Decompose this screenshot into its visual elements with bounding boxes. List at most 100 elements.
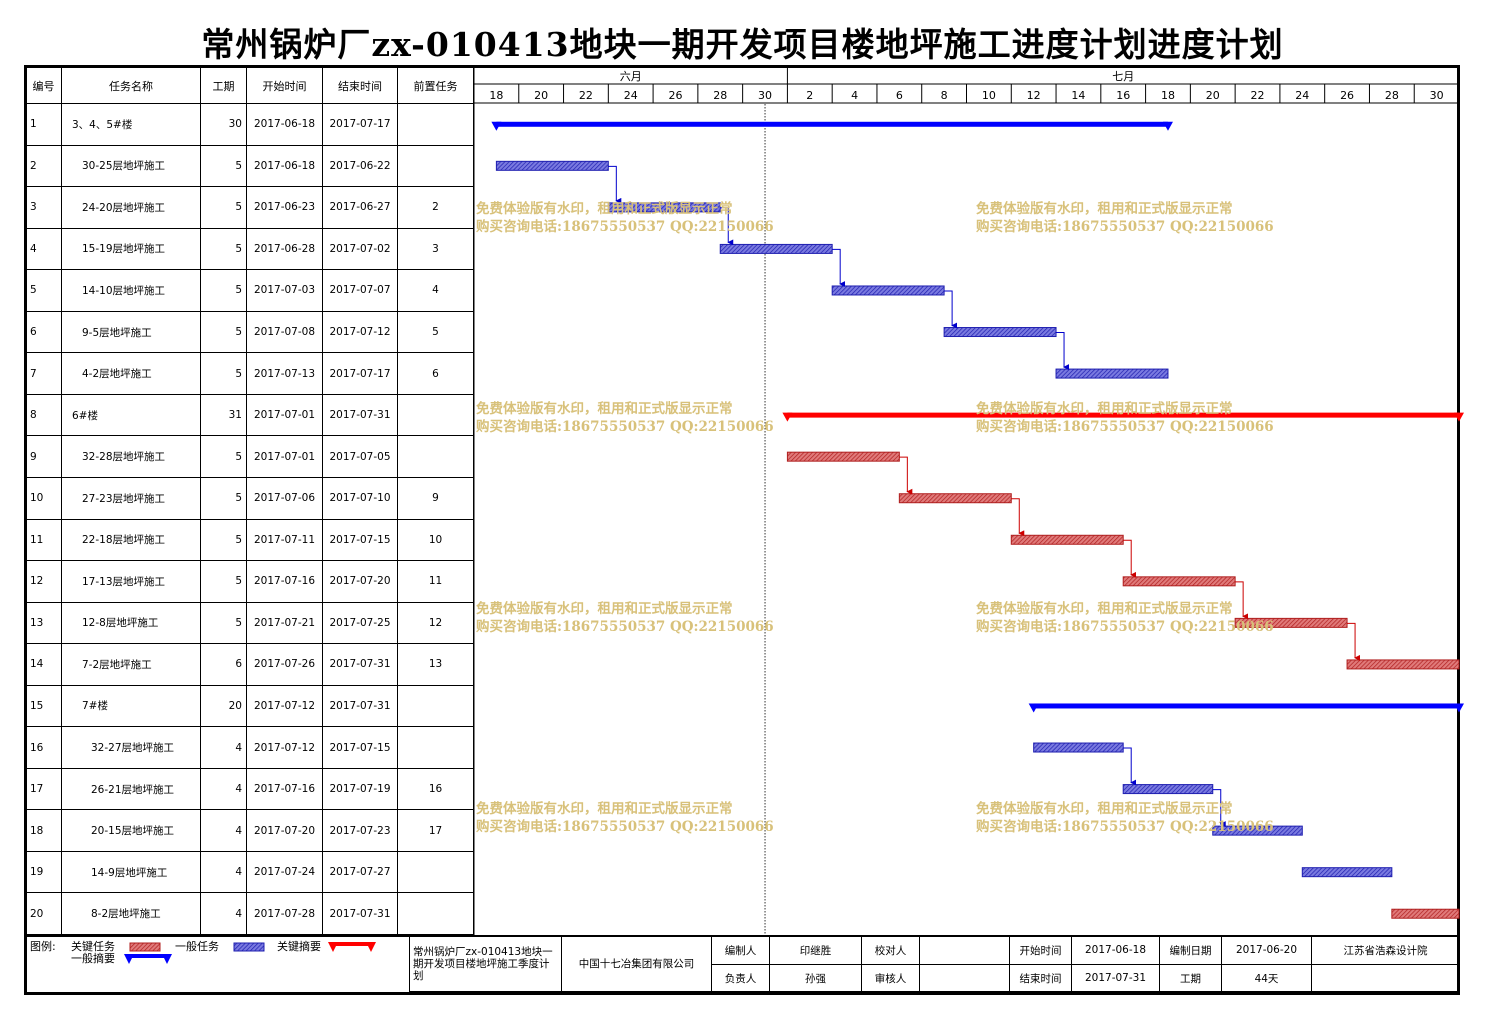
table-cell: 2017-07-13 bbox=[247, 353, 323, 395]
day-tick-label: 6 bbox=[896, 89, 903, 102]
footer-duration-label: 工期 bbox=[1160, 965, 1222, 992]
task-bar bbox=[1122, 576, 1236, 587]
column-header: 工期 bbox=[201, 68, 247, 104]
table-cell: 2017-07-06 bbox=[247, 477, 323, 520]
table-cell: 2017-07-12 bbox=[323, 311, 398, 354]
task-name-cell: 12-8层地坪施工 bbox=[62, 602, 201, 645]
day-tick-label: 18 bbox=[489, 89, 503, 102]
table-cell: 2017-06-28 bbox=[247, 228, 323, 271]
footer-reviewer bbox=[920, 965, 1010, 992]
column-header: 开始时间 bbox=[247, 68, 323, 104]
task-bar bbox=[719, 243, 833, 254]
footer-empty-cell bbox=[1312, 965, 1460, 992]
task-bar bbox=[786, 451, 900, 462]
table-cell: 2017-06-22 bbox=[323, 145, 398, 188]
table-cell: 31 bbox=[201, 394, 247, 437]
table-cell: 5 bbox=[201, 436, 247, 478]
project-name: 常州锅炉厂zx-010413地块一期开发项目楼地坪施工季度计划 bbox=[409, 936, 562, 992]
table-cell: 5 bbox=[201, 353, 247, 395]
column-header: 编号 bbox=[26, 68, 62, 104]
table-cell: 5 bbox=[201, 270, 247, 312]
day-tick-label: 28 bbox=[1385, 89, 1399, 102]
legend-critical-swatch bbox=[129, 942, 161, 952]
summary-start-marker bbox=[782, 412, 793, 422]
footer-duration: 44天 bbox=[1222, 965, 1312, 992]
day-tick-label: 8 bbox=[941, 89, 948, 102]
task-name-cell: 14-10层地坪施工 bbox=[62, 270, 201, 312]
column-header: 结束时间 bbox=[323, 68, 398, 104]
table-cell: 2017-07-15 bbox=[323, 519, 398, 562]
summary-end-marker bbox=[1454, 703, 1464, 713]
table-cell: 2017-07-07 bbox=[323, 270, 398, 312]
table-cell: 2017-07-05 bbox=[323, 436, 398, 478]
task-name-cell: 30-25层地坪施工 bbox=[62, 145, 201, 188]
table-cell: 5 bbox=[201, 477, 247, 520]
table-cell: 2017-07-19 bbox=[323, 768, 398, 811]
table-cell: 10 bbox=[26, 477, 62, 520]
day-tick-label: 16 bbox=[1116, 89, 1130, 102]
legend-title: 图例: bbox=[30, 940, 56, 953]
table-cell: 2017-06-18 bbox=[247, 104, 323, 146]
task-name-cell: 7-2层地坪施工 bbox=[62, 644, 201, 686]
footer-checker-label: 校对人 bbox=[862, 936, 920, 965]
chart-frame bbox=[24, 65, 1460, 995]
dependency-link bbox=[1235, 581, 1249, 620]
table-cell: 2017-07-31 bbox=[323, 685, 398, 728]
table-cell: 2017-07-31 bbox=[323, 394, 398, 437]
footer-owner-label: 负责人 bbox=[712, 965, 770, 992]
day-tick-label: 18 bbox=[1161, 89, 1175, 102]
day-tick-label: 22 bbox=[579, 89, 593, 102]
table-cell: 17 bbox=[26, 768, 62, 811]
day-tick-label: 20 bbox=[1206, 89, 1220, 102]
task-bar bbox=[1033, 742, 1124, 753]
day-tick-label: 14 bbox=[1071, 89, 1085, 102]
table-cell: 2017-07-01 bbox=[247, 436, 323, 478]
table-cell: 2017-07-23 bbox=[323, 810, 398, 852]
day-tick-label: 26 bbox=[668, 89, 682, 102]
month-label: 六月 bbox=[620, 70, 642, 83]
legend-label-normal-summary: 一般摘要 bbox=[71, 952, 115, 965]
day-tick-label: 26 bbox=[1340, 89, 1354, 102]
table-cell: 6 bbox=[201, 644, 247, 686]
task-name-cell: 4-2层地坪施工 bbox=[62, 353, 201, 395]
table-cell: 2017-07-25 bbox=[323, 602, 398, 645]
table-cell: 12 bbox=[26, 561, 62, 603]
table-cell: 8 bbox=[26, 394, 62, 437]
dependency-link bbox=[1347, 622, 1361, 661]
day-tick-label: 12 bbox=[1027, 89, 1041, 102]
table-cell: 2017-07-27 bbox=[323, 851, 398, 894]
table-cell: 2017-07-16 bbox=[247, 768, 323, 811]
summary-end-marker bbox=[1162, 121, 1173, 131]
table-cell: 4 bbox=[201, 768, 247, 811]
table-cell: 5 bbox=[201, 311, 247, 354]
task-bar bbox=[1346, 659, 1460, 670]
table-cell: 6 bbox=[26, 311, 62, 354]
legend-critical-summary-swatch bbox=[332, 942, 372, 946]
summary-start-marker bbox=[1028, 703, 1039, 713]
task-name-cell: 7#楼 bbox=[62, 685, 201, 728]
footer-reviewer-label: 审核人 bbox=[862, 965, 920, 992]
table-cell: 2017-06-27 bbox=[323, 187, 398, 229]
task-name-cell: 26-21层地坪施工 bbox=[62, 768, 201, 811]
page-title: 常州锅炉厂zx-010413地块一期开发项目楼地坪施工进度计划进度计划 bbox=[201, 25, 1284, 64]
task-name-cell: 32-27层地坪施工 bbox=[62, 727, 201, 769]
table-cell: 2017-07-11 bbox=[247, 519, 323, 562]
table-cell: 19 bbox=[26, 851, 62, 894]
day-tick-label: 20 bbox=[534, 89, 548, 102]
footer-end-label: 结束时间 bbox=[1010, 965, 1072, 992]
legend-critical-summary-marker bbox=[366, 942, 376, 952]
day-tick-label: 22 bbox=[1251, 89, 1265, 102]
table-cell: 5 bbox=[201, 228, 247, 271]
table-cell: 11 bbox=[26, 519, 62, 562]
table-cell: 15 bbox=[26, 685, 62, 728]
table-cell: 4 bbox=[26, 228, 62, 271]
task-bar bbox=[1391, 908, 1460, 919]
task-name-cell: 17-13层地坪施工 bbox=[62, 561, 201, 603]
dependency-link bbox=[899, 456, 913, 495]
day-tick-label: 10 bbox=[982, 89, 996, 102]
table-cell: 14 bbox=[26, 644, 62, 686]
legend-normal-summary-marker bbox=[124, 954, 134, 964]
footer-compile-date-label: 编制日期 bbox=[1160, 936, 1222, 965]
table-cell: 2017-07-02 bbox=[323, 228, 398, 271]
